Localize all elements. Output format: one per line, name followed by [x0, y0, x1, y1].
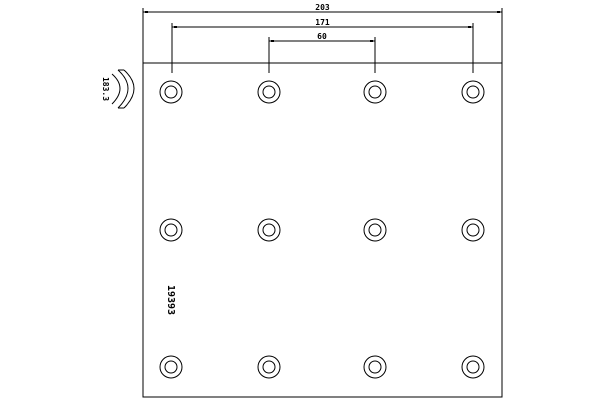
plate-outline [142, 62, 503, 398]
rivet-hole-icon [363, 355, 387, 379]
curvature-arc-mid [123, 69, 135, 109]
dimension-lines: 203 171 60 [142, 3, 503, 73]
arrow-tick-icon [370, 40, 373, 42]
rivet-hole-icon [159, 355, 183, 379]
rivet-hole-icon [363, 80, 387, 104]
arrow-tick-icon [271, 40, 274, 42]
curvature-radius-label: 183.3 [101, 77, 110, 101]
rivet-hole-icon [461, 355, 485, 379]
dimension-label: 203 [315, 3, 330, 12]
curvature-arc-inner [111, 73, 121, 105]
lining-plate [142, 62, 503, 398]
arrow-tick-icon [174, 26, 177, 28]
rivet-hole-icon [257, 80, 281, 104]
rivet-hole-icon [159, 80, 183, 104]
rivet-hole-icon [257, 355, 281, 379]
arrow-tick-icon [497, 11, 500, 13]
part-number-label: 19393 [165, 285, 176, 315]
arrow-tick-icon [145, 11, 148, 13]
dimension-171: 171 [171, 18, 474, 73]
dimension-203: 203 [142, 3, 503, 73]
rivet-hole-icon [257, 218, 281, 242]
dimension-label: 60 [317, 32, 327, 41]
arrow-tick-icon [468, 26, 471, 28]
rivet-hole-icon [461, 80, 485, 104]
dimension-label: 171 [315, 18, 330, 27]
rivet-hole-icon [461, 218, 485, 242]
curvature-arc-outer [117, 69, 129, 109]
dimension-60: 60 [268, 32, 376, 73]
rivet-hole-icon [159, 218, 183, 242]
rivet-hole-icon [363, 218, 387, 242]
rivet-holes [159, 80, 485, 379]
curvature-indicator: 183.3 [101, 69, 135, 109]
